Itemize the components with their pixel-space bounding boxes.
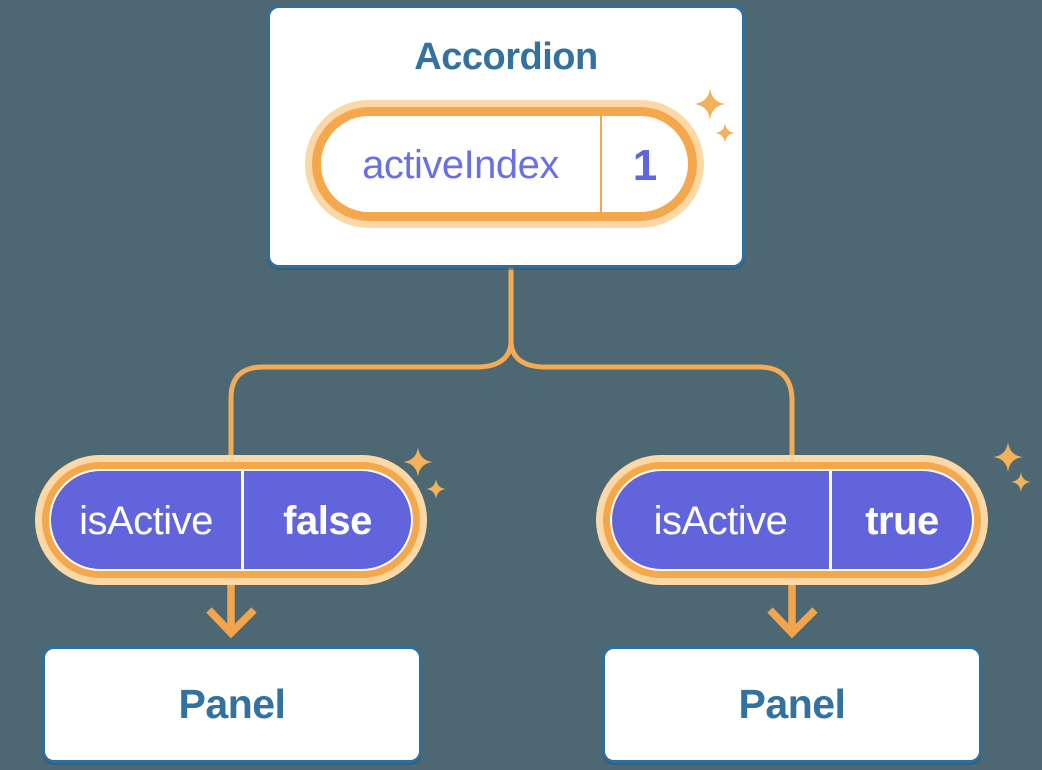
state-pill-separator xyxy=(600,116,602,212)
panel-title: Panel xyxy=(738,681,846,727)
prop-pill-label: isActive xyxy=(653,498,788,543)
accordion-title: Accordion xyxy=(414,36,598,78)
sparkle-small-icon xyxy=(426,479,446,499)
prop-pill-label: isActive xyxy=(79,498,213,543)
panel-title: Panel xyxy=(178,681,286,727)
right-arrow-head-icon xyxy=(767,607,818,639)
connector-right-arm xyxy=(508,340,795,470)
panel-box-right: Panel xyxy=(602,646,982,763)
connector-left-arm xyxy=(228,340,514,470)
left-arrow-head-icon xyxy=(206,607,257,639)
state-pill-value: 1 xyxy=(632,140,658,190)
prop-pill-separator xyxy=(829,471,832,569)
sparkle-small-icon xyxy=(1011,472,1031,492)
sparkle-small-icon xyxy=(715,123,735,143)
prop-pill-separator xyxy=(241,471,244,569)
sparkle-large-icon xyxy=(403,447,433,477)
state-pill-label: activeIndex xyxy=(362,143,559,187)
prop-pill-left: isActive false xyxy=(51,471,411,569)
sparkle-large-icon xyxy=(993,442,1023,472)
state-pill: activeIndex 1 xyxy=(321,116,688,212)
sparkle-large-icon xyxy=(694,88,726,120)
prop-pill-value: true xyxy=(865,498,939,543)
panel-box-left: Panel xyxy=(42,646,422,763)
prop-pill-value: false xyxy=(283,498,372,543)
prop-pill-right: isActive true xyxy=(612,471,972,569)
